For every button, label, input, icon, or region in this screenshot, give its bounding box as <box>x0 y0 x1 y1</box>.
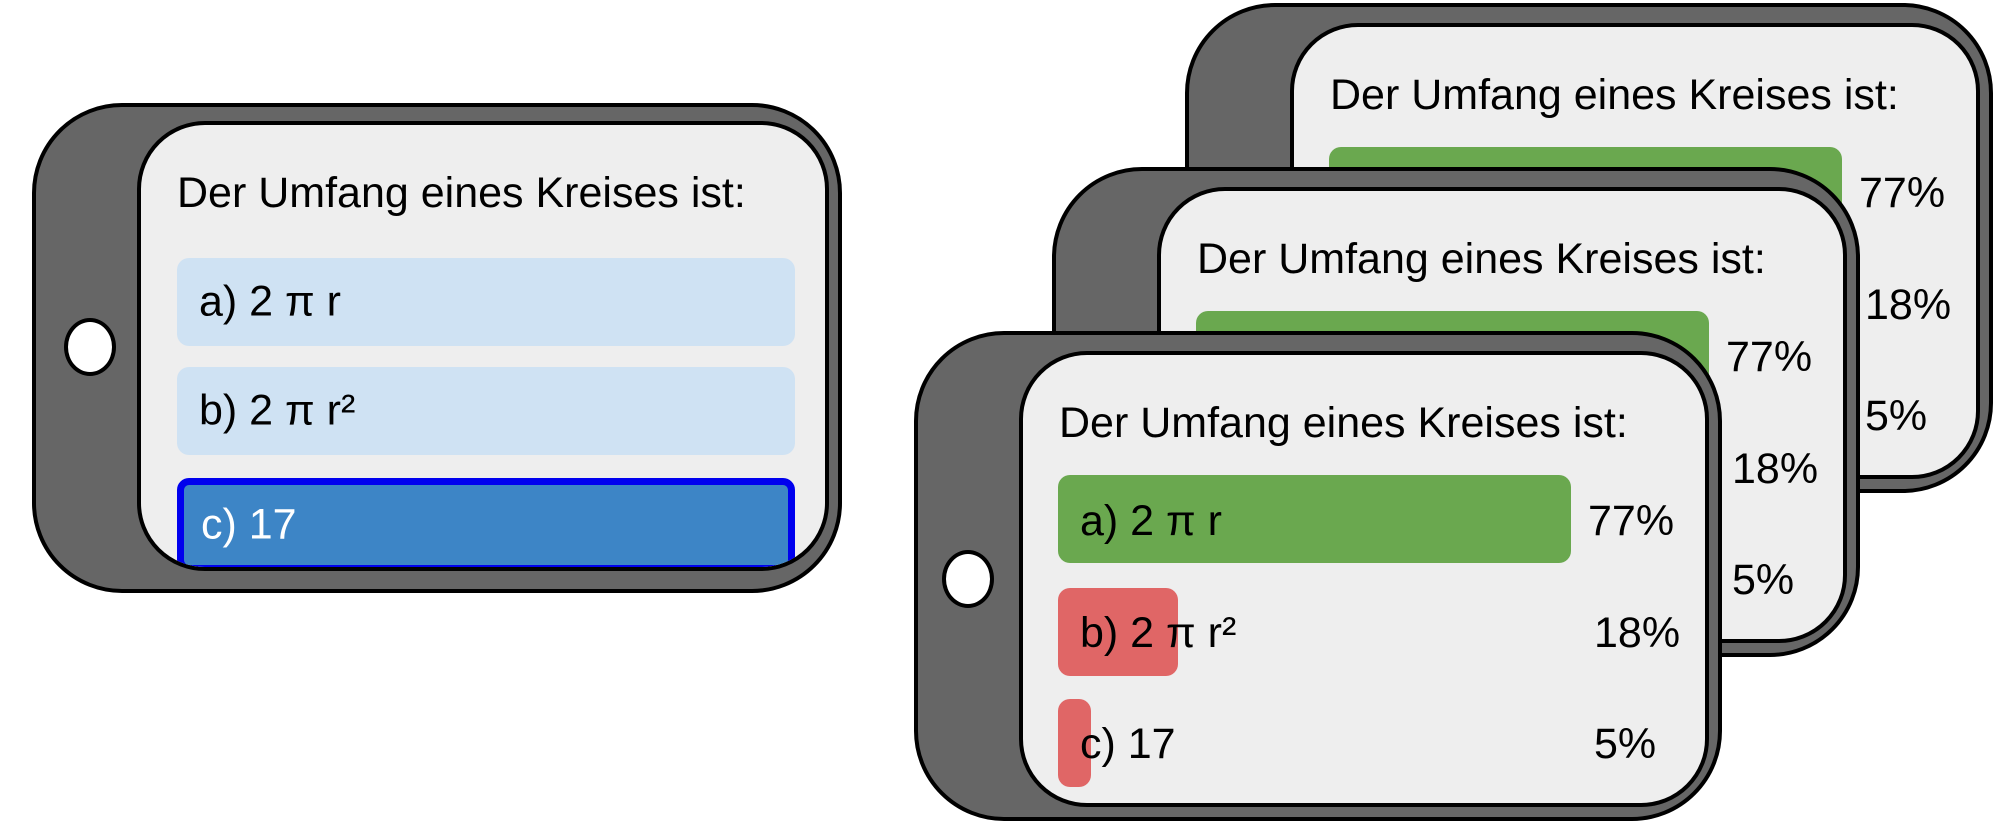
result-label-c: c) 17 <box>1080 720 1176 768</box>
result-device-front: Der Umfang eines Kreises ist: a) 2 π r 7… <box>914 331 1722 821</box>
option-a-label: a) 2 π r <box>199 277 341 326</box>
result-percent-b: 18% <box>1732 445 1819 493</box>
result-label-a: a) 2 π r <box>1080 497 1222 545</box>
result-percent-a: 77% <box>1588 497 1675 545</box>
result-percent-b: 18% <box>1594 609 1681 657</box>
option-b-button[interactable]: b) 2 π r² <box>177 367 795 455</box>
result-bar-b <box>1058 588 1178 676</box>
result-bar-c <box>1058 699 1091 787</box>
option-c-label: c) 17 <box>201 500 297 549</box>
option-b-label: b) 2 π r² <box>199 386 356 435</box>
question-text: Der Umfang eines Kreises ist: <box>1330 71 1899 119</box>
home-button[interactable] <box>942 550 994 608</box>
option-a-button[interactable]: a) 2 π r <box>177 258 795 346</box>
result-percent-a: 77% <box>1726 333 1813 381</box>
question-text: Der Umfang eines Kreises ist: <box>1197 235 1766 283</box>
voting-screen: Der Umfang eines Kreises ist: a) 2 π r b… <box>137 121 829 571</box>
question-text: Der Umfang eines Kreises ist: <box>177 169 746 217</box>
result-screen-front: Der Umfang eines Kreises ist: a) 2 π r 7… <box>1019 351 1709 807</box>
result-label-b: b) 2 π r² <box>1080 609 1237 657</box>
result-bar-a <box>1058 475 1571 563</box>
result-percent-c: 5% <box>1594 720 1657 768</box>
result-percent-c: 5% <box>1865 392 1928 440</box>
result-percent-b: 18% <box>1865 281 1952 329</box>
result-percent-c: 5% <box>1732 556 1795 604</box>
question-text: Der Umfang eines Kreises ist: <box>1059 399 1628 447</box>
result-percent-a: 77% <box>1859 169 1946 217</box>
home-button[interactable] <box>64 318 116 376</box>
voting-device: Der Umfang eines Kreises ist: a) 2 π r b… <box>32 103 842 593</box>
option-c-button-selected[interactable]: c) 17 <box>177 478 795 567</box>
